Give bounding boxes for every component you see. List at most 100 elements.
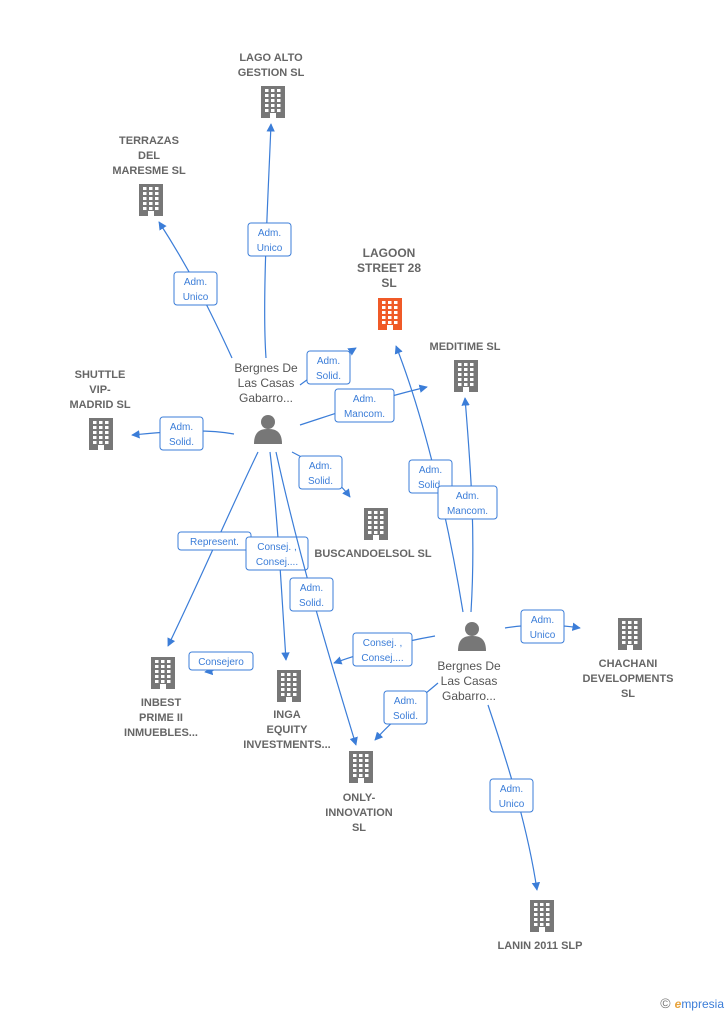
company-node-shuttle[interactable]: SHUTTLE VIP- MADRID SL	[69, 369, 131, 450]
company-label: GESTION SL	[238, 67, 305, 79]
company-label: DEVELOPMENTS	[582, 673, 673, 685]
edge-label: Solid.	[393, 711, 418, 722]
edge-label: Consej....	[361, 653, 403, 664]
person-icon	[458, 622, 486, 651]
edge-label: Solid.	[316, 371, 341, 382]
company-label: INGA	[273, 709, 301, 721]
edge-p1-meditime: Adm.Mancom.	[299, 384, 428, 426]
company-label: STREET 28	[357, 261, 421, 275]
edge-label-box[interactable]	[159, 416, 204, 451]
company-node-lanin[interactable]: LANIN 2011 SLP	[498, 900, 583, 952]
edge-label: Solid.	[418, 480, 443, 491]
company-label: EQUITY	[267, 724, 309, 736]
company-label: PRIME II	[139, 712, 183, 724]
building-icon	[151, 657, 175, 689]
brand-name: mpresia	[681, 997, 724, 1011]
building-icon	[364, 508, 388, 540]
company-node-meditime[interactable]: MEDITIME SL	[430, 341, 501, 392]
edge-label: Adm.	[258, 228, 281, 239]
edge-p2-lanin: Adm. Unico	[487, 704, 541, 891]
building-icon	[378, 298, 402, 330]
person-label: Las Casas	[441, 674, 498, 688]
edge-label: Unico	[499, 799, 525, 810]
edge-label-box[interactable]	[245, 536, 309, 571]
edge-label-box[interactable]	[437, 485, 498, 520]
edge-label: Adm.	[531, 615, 554, 626]
building-icon	[618, 618, 642, 650]
edge-label: Mancom.	[344, 409, 385, 420]
edge-label: Solid.	[308, 476, 333, 487]
brand-logo: ©empresia	[660, 995, 724, 1011]
edge-label-box[interactable]	[520, 609, 565, 644]
edge-label-box[interactable]	[489, 778, 534, 813]
edge-p1-inbest: Represent.	[167, 451, 259, 647]
edge-p1-lago: Adm. Unico	[247, 123, 292, 359]
edge-label: Adm.	[184, 277, 207, 288]
edge-label-box[interactable]	[298, 455, 343, 490]
edge-label-box[interactable]	[352, 632, 413, 667]
edge-label-box[interactable]	[383, 690, 428, 725]
company-label: MEDITIME SL	[430, 341, 501, 353]
company-label: ONLY-	[343, 792, 376, 804]
edge-label: Unico	[183, 292, 209, 303]
edge-label: Solid.	[169, 437, 194, 448]
edge-label-box[interactable]	[334, 388, 395, 423]
edge-p2-only: Adm. Solid.	[374, 682, 439, 741]
company-label: VIP-	[89, 384, 111, 396]
company-label: LAGOON	[363, 246, 416, 260]
edge-label: Adm.	[309, 461, 332, 472]
edge-inbest-inbest: Consejero	[188, 651, 254, 676]
edge-p1-inga: Consej. ,Consej....	[245, 451, 309, 661]
company-label: SL	[621, 688, 635, 700]
person-label: Las Casas	[238, 376, 295, 390]
edge-p1-only: Adm. Solid.	[275, 451, 358, 746]
edge-p2-inga: Consej. ,Consej....	[333, 632, 436, 667]
edge-label-box[interactable]	[247, 222, 292, 257]
company-label: LANIN 2011 SLP	[498, 940, 583, 952]
edge-p2-chachani: Adm.Unico	[504, 609, 581, 644]
edge-label: Adm.	[300, 583, 323, 594]
edge-label: Adm.	[456, 491, 479, 502]
edge-label-box[interactable]	[188, 651, 254, 671]
company-node-inga[interactable]: INGA EQUITY INVESTMENTS...	[243, 670, 331, 751]
company-label: BUSCANDOELSOL SL	[314, 548, 431, 560]
company-node-buscando[interactable]: BUSCANDOELSOL SL	[314, 508, 432, 560]
building-icon	[349, 751, 373, 783]
person-label: Gabarro...	[239, 391, 293, 405]
company-label: DEL	[138, 150, 160, 162]
building-icon	[530, 900, 554, 932]
edge-label: Mancom.	[447, 506, 488, 517]
edge-label: Adm.	[419, 465, 442, 476]
company-label: INMUEBLES...	[124, 727, 198, 739]
edge-label: Unico	[257, 243, 283, 254]
edge-label-box[interactable]	[408, 459, 453, 494]
company-label: MADRID SL	[69, 399, 130, 411]
company-label: SHUTTLE	[75, 369, 126, 381]
edge-label: Adm.	[500, 784, 523, 795]
person-label: Bergnes De	[437, 659, 501, 673]
edge-label: Adm.	[317, 356, 340, 367]
edge-label-box[interactable]	[173, 271, 218, 306]
edge-p1-lagoon: Adm. Solid.	[299, 347, 357, 386]
edge-label: Adm.	[170, 422, 193, 433]
building-icon	[454, 360, 478, 392]
building-icon	[261, 86, 285, 118]
edge-p1-terrazas: Adm. Unico	[158, 221, 233, 359]
edge-label-box[interactable]	[289, 577, 334, 612]
edge-label-box[interactable]	[306, 350, 351, 385]
edge-label: Adm.	[394, 696, 417, 707]
person-label: Gabarro...	[442, 689, 496, 703]
edge-label: Consej....	[256, 557, 298, 568]
edge-p1-buscando: Adm. Solid.	[291, 451, 351, 498]
company-label: INVESTMENTS...	[243, 739, 330, 751]
edge-p1-shuttle: Adm. Solid.	[131, 416, 235, 451]
